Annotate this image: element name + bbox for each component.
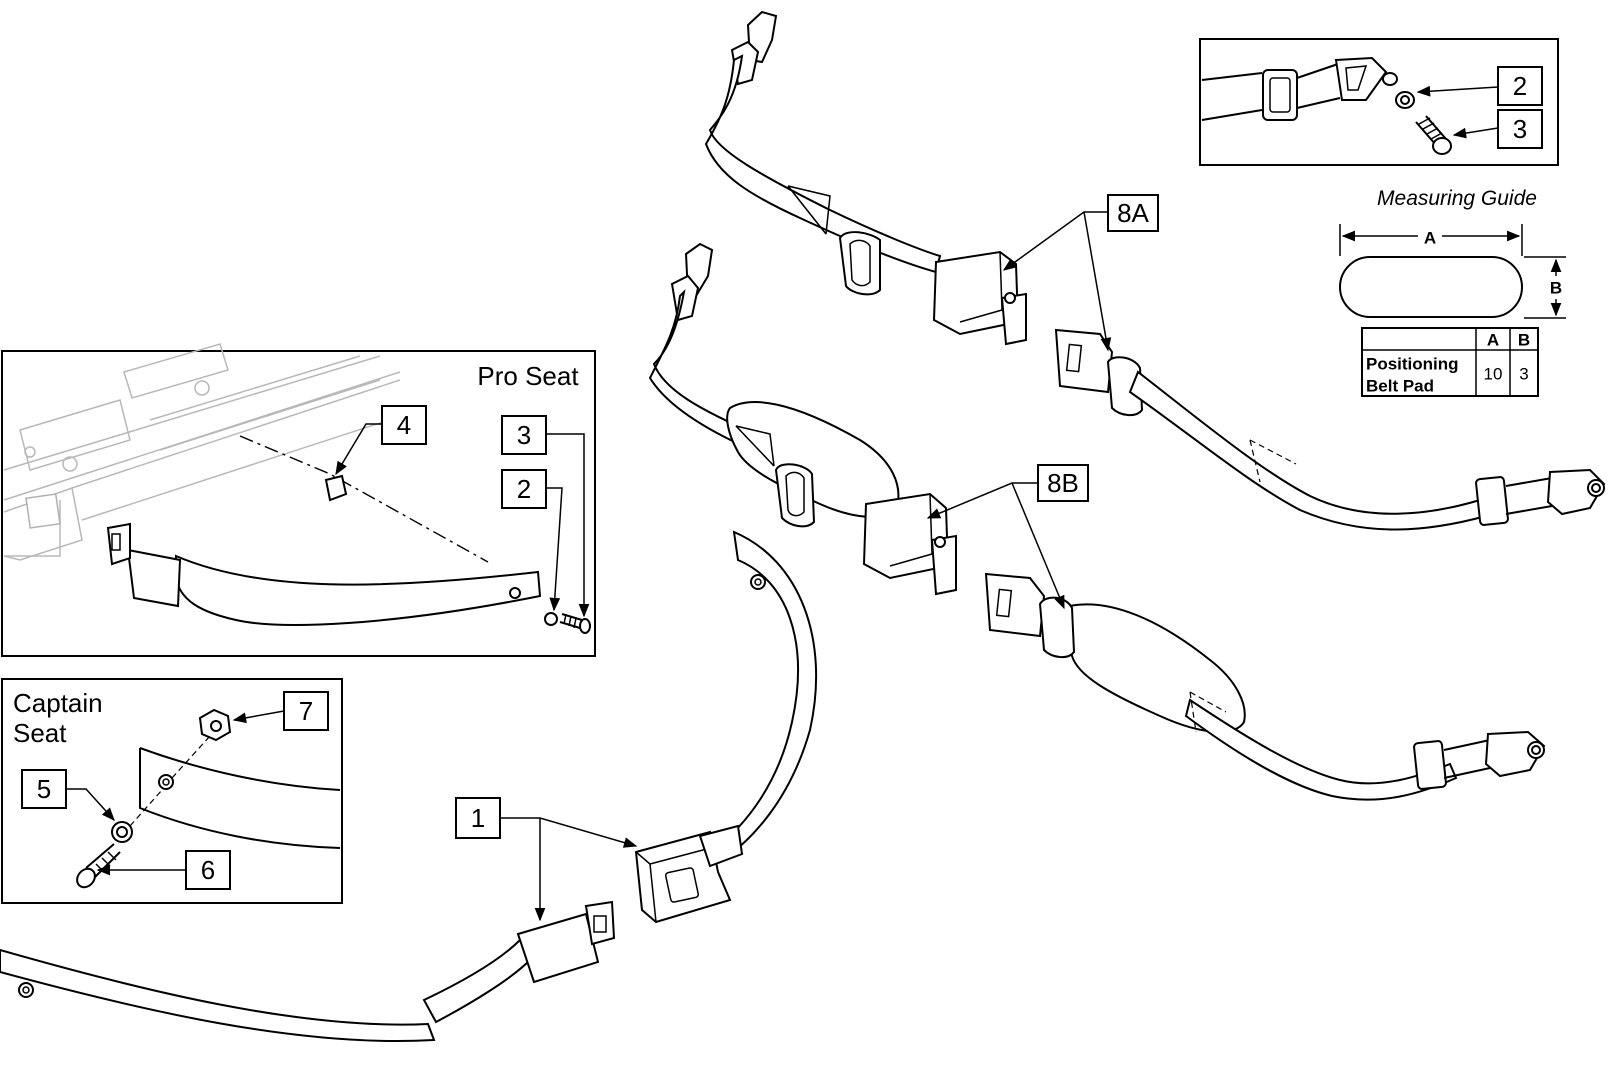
callout-2-detail: 2 [1416, 66, 1543, 106]
callout-7: 7 [232, 691, 329, 731]
belt-1-buckle-half [634, 530, 818, 924]
callout-4-label: 4 [397, 410, 411, 440]
table-value-b: 3 [1519, 365, 1528, 384]
callout-5-label: 5 [37, 774, 51, 804]
belt-8a-left-half [704, 10, 1027, 346]
pro-seat-title: Pro Seat [477, 361, 579, 391]
captain-seat-title-1: Captain [13, 688, 103, 718]
callout-2-pro: 2 [501, 469, 563, 612]
callout-8b-label: 8B [1047, 468, 1079, 498]
measuring-table: A B Positioning Belt Pad 10 3 [1361, 327, 1539, 397]
belt-8b-right-half [984, 572, 1546, 801]
measuring-guide: Measuring Guide A B A B Positioning Belt… [1339, 187, 1566, 397]
captain-seat-inset: Captain Seat 7 5 6 [1, 678, 343, 904]
callout-8a: 8A [1002, 194, 1159, 352]
table-row-label-1: Positioning [1366, 355, 1459, 374]
measuring-guide-title: Measuring Guide [1377, 187, 1537, 210]
table-value-a: 10 [1484, 365, 1503, 384]
table-row-label-2: Belt Pad [1366, 377, 1434, 396]
callout-8b: 8B [926, 464, 1089, 610]
callout-5: 5 [21, 769, 115, 822]
callout-3-detail: 3 [1452, 109, 1543, 149]
table-header-b: B [1518, 331, 1530, 350]
callout-3-pro-label: 3 [517, 420, 531, 450]
callout-7-label: 7 [299, 696, 313, 726]
callout-1-label: 1 [471, 803, 485, 833]
callout-3-detail-label: 3 [1513, 114, 1527, 144]
dim-a-label: A [1424, 229, 1436, 248]
callout-3-pro: 3 [501, 415, 590, 618]
callout-8a-label: 8A [1117, 198, 1149, 228]
dim-b-label: B [1550, 279, 1562, 298]
table-header-a: A [1487, 331, 1499, 350]
pro-seat-inset: Pro Seat 4 [1, 343, 596, 657]
callout-2-pro-label: 2 [517, 474, 531, 504]
callout-2-detail-label: 2 [1513, 71, 1527, 101]
callout-6-label: 6 [201, 855, 215, 885]
belt-8a-right-half [1054, 328, 1606, 531]
callout-1: 1 [455, 797, 638, 922]
callout-6: 6 [96, 850, 231, 890]
callout-4: 4 [335, 405, 427, 476]
belt-1-tongue-half [0, 900, 616, 1043]
belt-8b-left-half [648, 242, 957, 596]
captain-seat-title-2: Seat [13, 718, 67, 748]
detail-inset: 2 3 [1199, 38, 1559, 166]
